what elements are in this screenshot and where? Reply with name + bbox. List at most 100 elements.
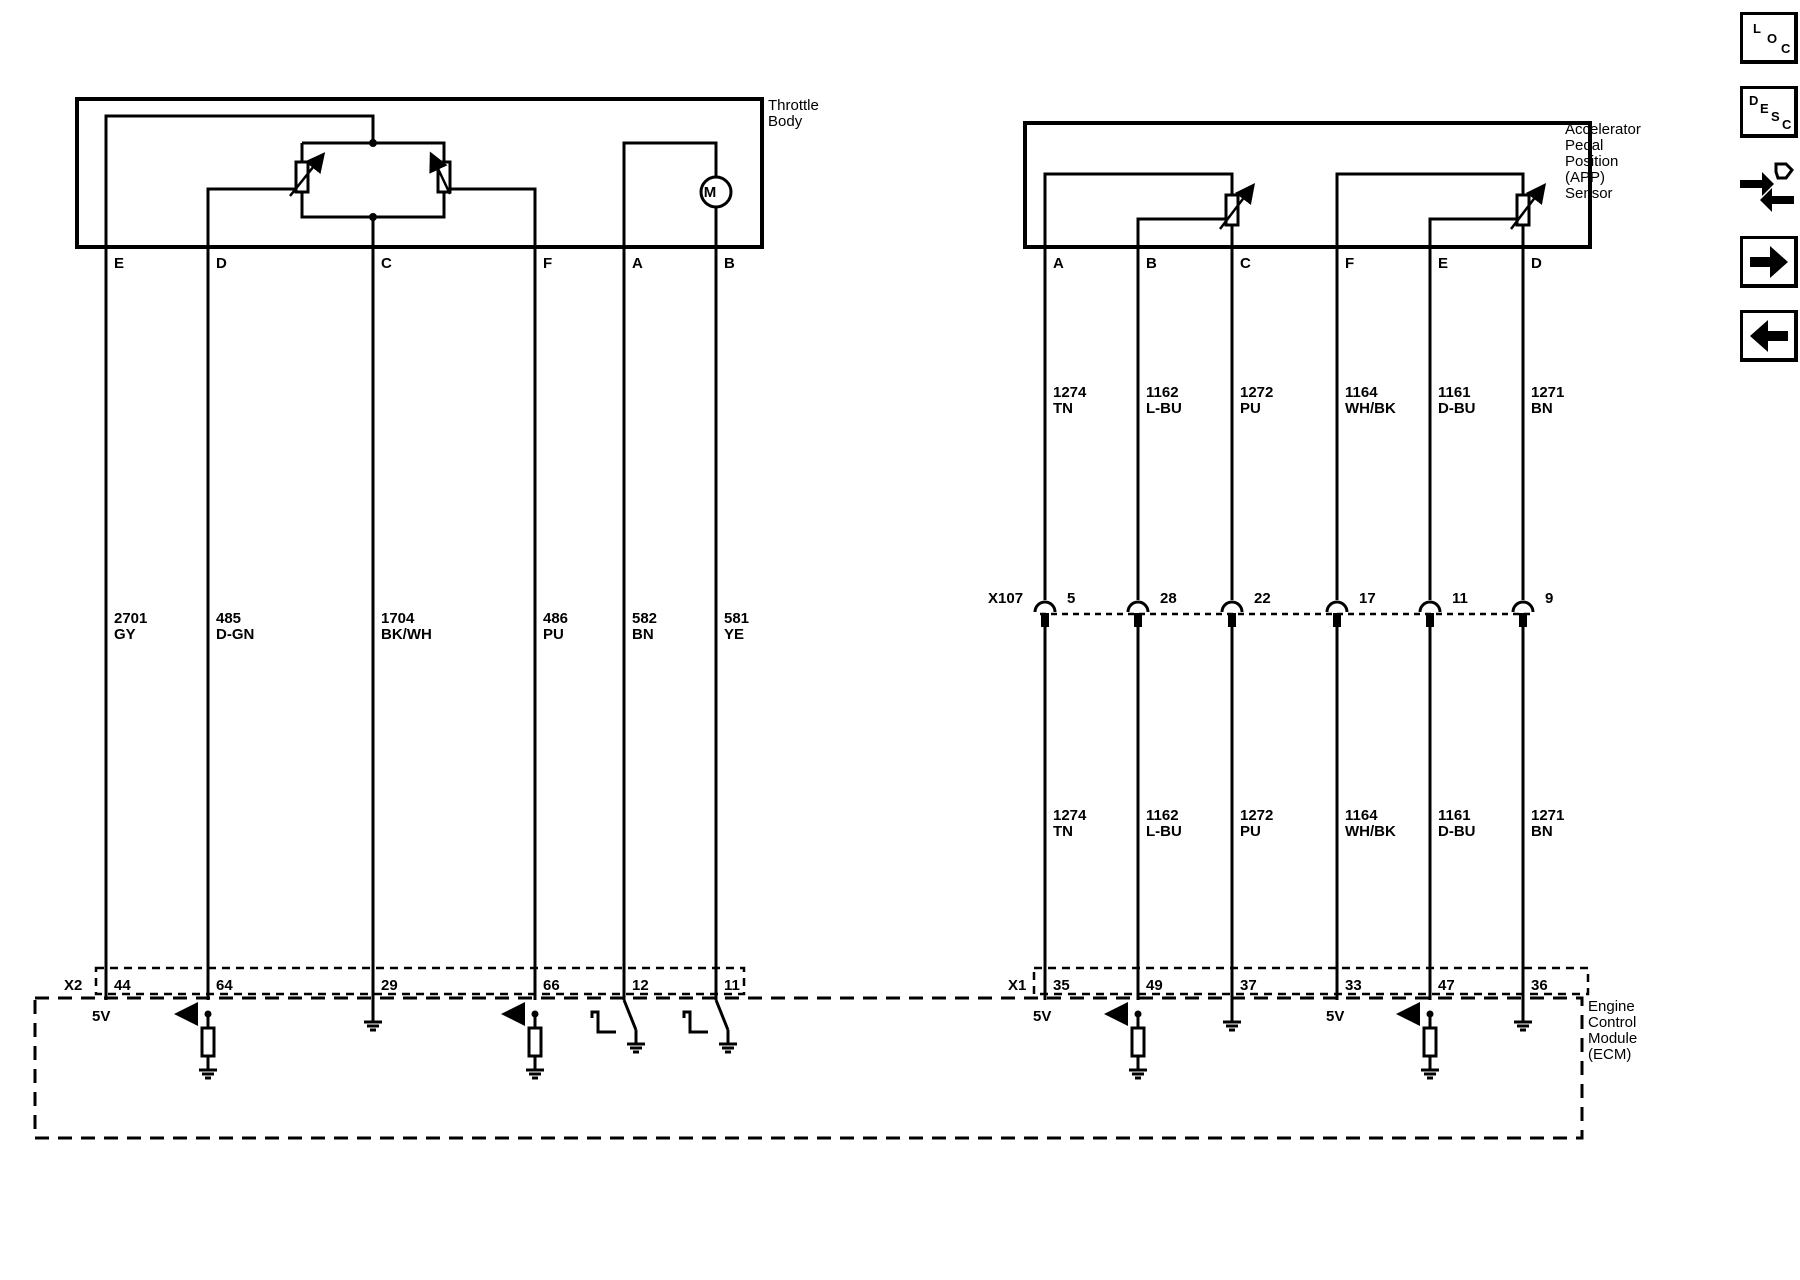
circuit-number: 1161 [1438, 384, 1471, 401]
wire-color: L-BU [1146, 823, 1182, 840]
svg-text:Pedal: Pedal [1565, 137, 1603, 154]
wire-color: D-GN [216, 626, 254, 643]
circuit-number: 1164 [1345, 384, 1378, 401]
circuit-number: 1704 [381, 610, 415, 627]
wire-color: PU [1240, 400, 1261, 417]
ecm-title: Engine Control Module (ECM) [1588, 998, 1637, 1063]
wire-color: GY [114, 626, 136, 643]
loc-letter: O [1767, 31, 1778, 46]
pin-letter: A [1053, 255, 1064, 272]
svg-text:Body: Body [768, 113, 803, 130]
switch-icon [622, 999, 638, 1031]
inline-connector-icon [1126, 600, 1150, 613]
app-sensor-title: Accelerator Pedal Position (APP) Sensor [1565, 121, 1641, 202]
ecm-pin-number: 37 [1240, 977, 1257, 994]
ecm-pin-number: 11 [724, 977, 740, 994]
inline-pin-icon [1333, 613, 1341, 627]
desc-letter: C [1782, 117, 1792, 132]
svg-text:Module: Module [1588, 1030, 1637, 1047]
pullup-resistor [1422, 1026, 1438, 1058]
x107-connector-label: X107 [988, 590, 1023, 607]
inline-connector-icon [1325, 600, 1349, 613]
inline-connector-icon [1033, 600, 1057, 613]
inline-pin-number: 28 [1160, 590, 1177, 607]
x1-connector-outline [1032, 966, 1590, 996]
circuit-number: 1271 [1531, 384, 1564, 401]
desc-letter: D [1749, 93, 1759, 108]
circuit-number: 1164 [1345, 807, 1378, 824]
throttle-body-housing [75, 97, 764, 249]
app2-5v-label: 5V [1326, 1008, 1344, 1025]
wire-color: WH/BK [1345, 400, 1396, 417]
wire-color: L-BU [1146, 400, 1182, 417]
svg-text:(ECM): (ECM) [1588, 1046, 1631, 1063]
pullup-resistor [200, 1026, 216, 1058]
svg-text:(APP): (APP) [1565, 169, 1605, 186]
driver-icon [590, 1010, 616, 1034]
desc-button[interactable]: D E S C [1740, 86, 1798, 138]
pin-letter: C [1240, 255, 1251, 272]
pin-letter: B [724, 255, 735, 272]
inline-connector-icon [1220, 600, 1244, 613]
inline-pin-icon [1519, 613, 1527, 627]
inline-pin-number: 9 [1545, 590, 1553, 607]
inline-pin-number: 11 [1452, 590, 1468, 607]
pin-letter: D [1531, 255, 1542, 272]
arrow-right-icon[interactable] [1740, 236, 1798, 288]
inline-pin-icon [1134, 613, 1142, 627]
ecm-pin-number: 33 [1345, 977, 1362, 994]
arrow-left-icon[interactable] [1740, 310, 1798, 362]
circuit-number: 1272 [1240, 807, 1273, 824]
wire-color: WH/BK [1345, 823, 1396, 840]
svg-text:Sensor: Sensor [1565, 185, 1613, 202]
wire-color: BK/WH [381, 626, 432, 643]
pin-letter: E [1438, 255, 1448, 272]
driver-icon [682, 1010, 708, 1034]
wire-color: BN [1531, 823, 1553, 840]
desc-letter: E [1760, 101, 1769, 116]
loc-letter: C [1781, 41, 1791, 56]
wire-color: TN [1053, 823, 1073, 840]
ecm-pin-number: 44 [114, 977, 131, 994]
throttle-body-wires: E2701GY44D485D-GN64C1704BK/WH29F486PU66A… [104, 248, 749, 1080]
circuit-number: 1274 [1053, 384, 1087, 401]
pin-letter: D [216, 255, 227, 272]
throttle-body-title: Throttle Body [768, 97, 819, 130]
app-sensor-wires: A1274TN51274TN35B1162L-BU281162L-BU49C12… [1033, 248, 1564, 1080]
app-sensor-housing [1023, 121, 1592, 249]
app-sensor [1023, 121, 1592, 249]
wire-color: D-BU [1438, 400, 1476, 417]
ecm-housing [33, 996, 1584, 1140]
ecm-pin-number: 12 [632, 977, 649, 994]
circuit-number: 1272 [1240, 384, 1273, 401]
loc-button[interactable]: L O C [1740, 12, 1798, 64]
inline-pin-number: 22 [1254, 590, 1271, 607]
inline-pin-number: 5 [1067, 590, 1075, 607]
ecm-pin-number: 35 [1053, 977, 1070, 994]
ecm-pin-number: 66 [543, 977, 560, 994]
ecm-pin-number: 64 [216, 977, 233, 994]
switch-icon [714, 999, 730, 1031]
connector-swap-icon[interactable] [1736, 160, 1798, 218]
circuit-number: 486 [543, 610, 568, 627]
ecm-pin-number: 47 [1438, 977, 1455, 994]
inline-pin-icon [1041, 613, 1049, 627]
pin-letter: C [381, 255, 392, 272]
pullup-resistor [1130, 1026, 1146, 1058]
x2-connector-outline [94, 966, 746, 996]
wire-color: PU [543, 626, 564, 643]
x1-connector-label: X1 [1008, 977, 1026, 994]
wire-color: PU [1240, 823, 1261, 840]
app1-5v-label: 5V [1033, 1008, 1051, 1025]
circuit-number: 485 [216, 610, 241, 627]
circuit-number: 1162 [1146, 384, 1179, 401]
circuit-number: 1161 [1438, 807, 1471, 824]
pin-letter: E [114, 255, 124, 272]
svg-text:Control: Control [1588, 1014, 1636, 1031]
pin-letter: A [632, 255, 643, 272]
ecm-pin-number: 36 [1531, 977, 1548, 994]
pin-letter: F [1345, 255, 1354, 272]
ecm-pin-number: 29 [381, 977, 398, 994]
motor-symbol: M [704, 184, 717, 201]
